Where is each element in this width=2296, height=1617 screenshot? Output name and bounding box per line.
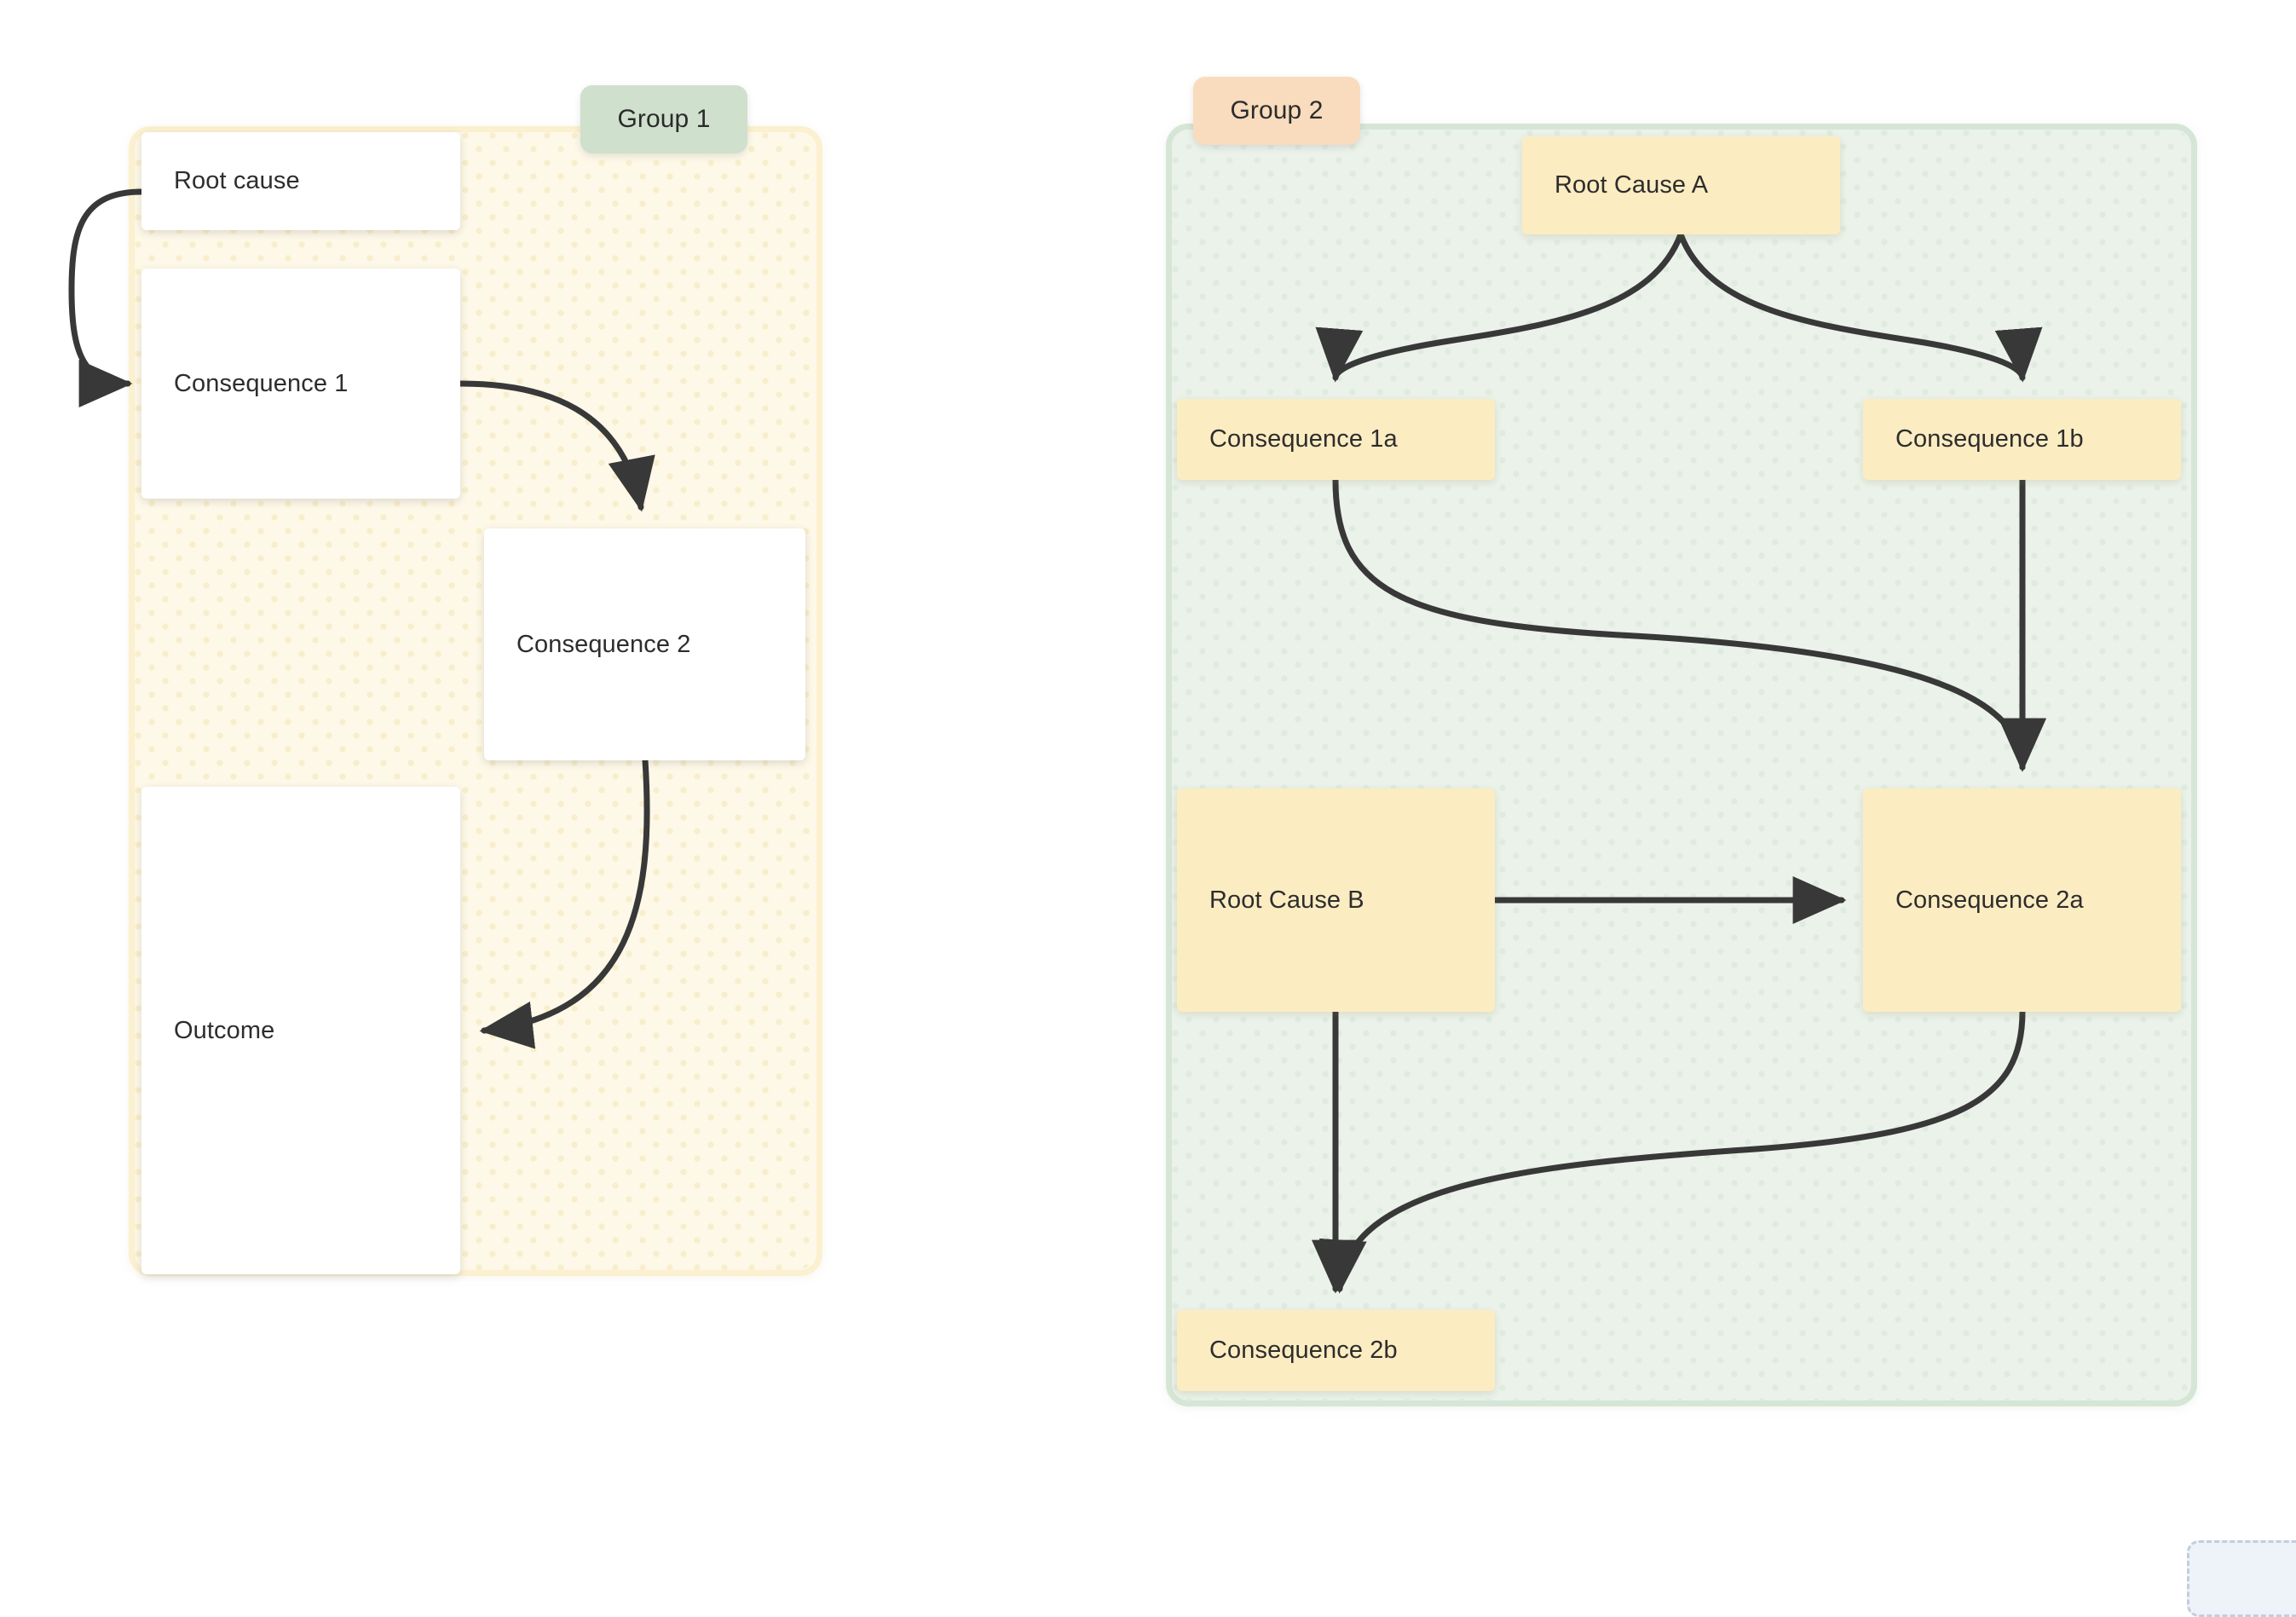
node-consequence-2b[interactable]: Consequence 2b <box>1177 1310 1495 1391</box>
node-root-cause-a[interactable]: Root Cause A <box>1522 136 1840 234</box>
node-consequence-1[interactable]: Consequence 1 <box>141 269 460 499</box>
group-container-group2[interactable] <box>1166 124 2197 1406</box>
node-root-cause[interactable]: Root cause <box>141 132 460 230</box>
group-label-group1[interactable]: Group 1 <box>580 85 747 153</box>
node-outcome[interactable]: Outcome <box>141 787 460 1274</box>
node-consequence-1a[interactable]: Consequence 1a <box>1177 399 1495 480</box>
node-consequence-2[interactable]: Consequence 2 <box>484 528 805 760</box>
node-root-cause-b[interactable]: Root Cause B <box>1177 788 1495 1012</box>
group-label-group2[interactable]: Group 2 <box>1193 77 1360 145</box>
drop-target-placeholder[interactable] <box>2187 1540 2296 1617</box>
node-consequence-2a[interactable]: Consequence 2a <box>1863 788 2181 1012</box>
node-consequence-1b[interactable]: Consequence 1b <box>1863 399 2181 480</box>
dot-grid-pattern <box>1172 130 2191 1400</box>
